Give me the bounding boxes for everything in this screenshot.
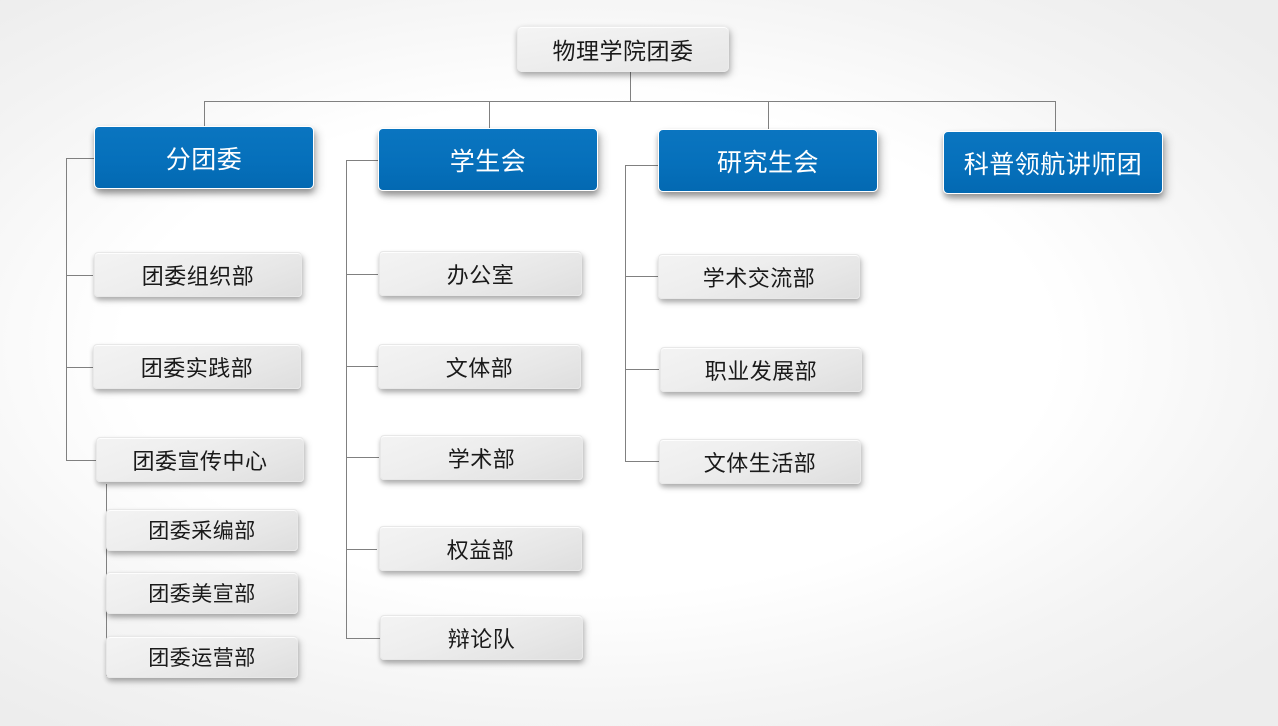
connector-col2-branch-5 bbox=[346, 638, 380, 639]
connector-col2-branch-0 bbox=[346, 160, 379, 161]
connector-col1-branch-3 bbox=[66, 460, 100, 461]
connector-drop-1 bbox=[204, 101, 205, 127]
node-wenti-shenghuobu[interactable]: 文体生活部 bbox=[659, 439, 861, 484]
connector-col2-branch-3 bbox=[346, 457, 379, 458]
node-zhiye-fazhanbu[interactable]: 职业发展部 bbox=[660, 347, 862, 392]
connector-col3-branch-2 bbox=[625, 369, 659, 370]
connector-drop-4 bbox=[1055, 101, 1056, 131]
node-branch-fentuanwei[interactable]: 分团委 bbox=[94, 126, 314, 189]
connector-col1-trunk bbox=[66, 158, 67, 461]
connector-drop-2 bbox=[489, 101, 490, 129]
connector-col2-branch-4 bbox=[346, 549, 377, 550]
connector-col3-branch-0 bbox=[625, 165, 658, 166]
connector-root-stem bbox=[630, 72, 631, 101]
connector-drop-3 bbox=[768, 101, 769, 130]
connector-col2-branch-2 bbox=[346, 366, 380, 367]
node-bangongshi[interactable]: 办公室 bbox=[379, 251, 582, 296]
connector-col1-branch-1 bbox=[66, 275, 93, 276]
node-branch-xueshenghui[interactable]: 学生会 bbox=[378, 128, 598, 191]
node-tuanwei-meixuanbu[interactable]: 团委美宣部 bbox=[106, 572, 298, 614]
node-bianlundui[interactable]: 辩论队 bbox=[380, 615, 583, 660]
connector-col3-branch-1 bbox=[625, 276, 660, 277]
node-root[interactable]: 物理学院团委 bbox=[517, 26, 729, 72]
node-tuanwei-yunyingbu[interactable]: 团委运营部 bbox=[106, 636, 298, 678]
node-xueshu-jiaoliubu[interactable]: 学术交流部 bbox=[658, 254, 860, 299]
connector-top-bus bbox=[204, 101, 1056, 102]
node-xueshubu[interactable]: 学术部 bbox=[380, 435, 583, 480]
connector-col2-trunk bbox=[346, 160, 347, 638]
connector-col1-branch-0 bbox=[66, 158, 94, 159]
node-tuanwei-xuanchuan-zhongxin[interactable]: 团委宣传中心 bbox=[96, 437, 304, 482]
connector-col1-branch-2 bbox=[66, 367, 96, 368]
connector-col3-branch-3 bbox=[625, 461, 659, 462]
node-branch-kepu[interactable]: 科普领航讲师团 bbox=[943, 131, 1163, 194]
node-tuanwei-zuzhibu[interactable]: 团委组织部 bbox=[94, 252, 302, 297]
connector-col3-trunk bbox=[625, 165, 626, 461]
node-tuanwei-caibianbu[interactable]: 团委采编部 bbox=[106, 509, 298, 551]
node-wentibu[interactable]: 文体部 bbox=[378, 344, 581, 389]
connector-col2-branch-1 bbox=[346, 274, 378, 275]
node-tuanwei-shijianbu[interactable]: 团委实践部 bbox=[93, 344, 301, 389]
node-branch-yanjiushenghui[interactable]: 研究生会 bbox=[658, 129, 878, 192]
node-quanyibu[interactable]: 权益部 bbox=[379, 526, 582, 571]
